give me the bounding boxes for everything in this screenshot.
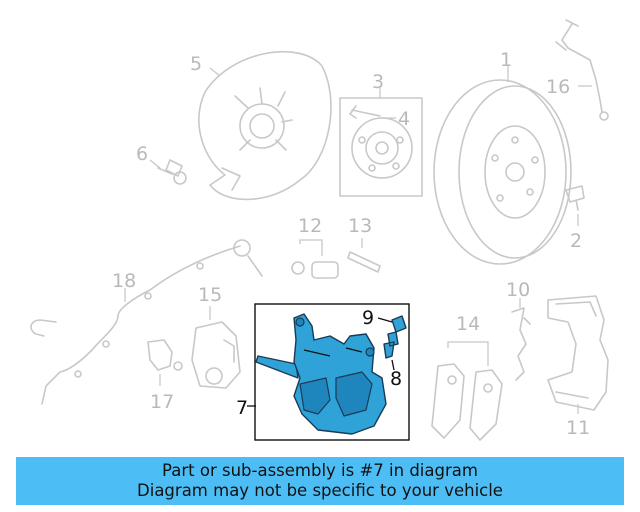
callout-14: 14: [456, 313, 480, 335]
caliper-bracket-part: 11: [547, 295, 609, 439]
callout-16: 16: [546, 76, 570, 98]
callout-11: 11: [566, 417, 590, 439]
banner-line-part: Part or sub-assembly is #7 in diagram: [162, 461, 478, 480]
callout-2: 2: [570, 230, 582, 252]
callout-3: 3: [372, 71, 384, 93]
guide-pin-parts: 12 13: [291, 215, 381, 279]
part-info-banner: Part or sub-assembly is #7 in diagram Di…: [16, 457, 624, 505]
callout-18: 18: [112, 270, 136, 292]
dust-shield-part: 5: [190, 50, 332, 201]
parking-motor-part: 15: [191, 284, 241, 389]
rotor-screw-part: 2: [565, 185, 585, 252]
banner-line-disclaimer: Diagram may not be specific to your vehi…: [137, 481, 503, 500]
shield-bolt-part: 6: [136, 143, 187, 185]
callout-13: 13: [348, 215, 372, 237]
pad-sensor-part: 17: [147, 339, 183, 413]
brake-rotor-part: 1: [433, 49, 572, 265]
callout-7: 7: [236, 397, 248, 419]
callout-12: 12: [298, 215, 322, 237]
callout-9: 9: [362, 307, 374, 329]
callout-6: 6: [136, 143, 148, 165]
caliper-part: 7 9 8: [236, 303, 410, 441]
callout-10: 10: [506, 279, 530, 301]
callout-4: 4: [398, 108, 410, 130]
callout-8: 8: [390, 368, 402, 390]
callout-17: 17: [150, 391, 174, 413]
brake-pads-part: 14: [431, 313, 503, 441]
abs-sensor-part: 18: [30, 239, 263, 405]
callout-1: 1: [500, 49, 512, 71]
brake-hose-part: 16: [546, 19, 609, 121]
callout-15: 15: [198, 284, 222, 306]
parts-diagram: 5 6 3 4 1 2: [30, 19, 609, 441]
callout-5: 5: [190, 53, 202, 75]
pad-clip-part: 10: [506, 279, 531, 381]
wheel-hub-part: 3 4: [339, 71, 423, 197]
